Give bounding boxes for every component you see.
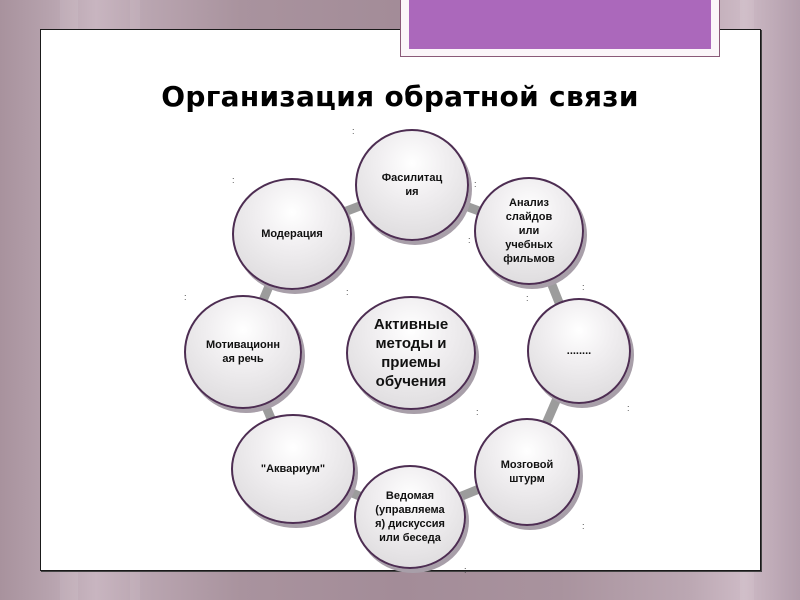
node-center-active-methods: Активные методы и приемы обучения bbox=[346, 296, 476, 410]
node-label: ........ bbox=[566, 345, 592, 357]
node-brainstorm: Мозговой штурм bbox=[474, 418, 580, 526]
node-guided-discussion: Ведомая (управляема я) дискуссия или бес… bbox=[354, 465, 466, 569]
artifact-dot: : bbox=[582, 282, 585, 292]
node-slide-analysis: Анализ слайдов или учебных фильмов bbox=[474, 177, 584, 285]
artifact-dot: : bbox=[346, 287, 349, 297]
artifact-dot: : bbox=[352, 126, 355, 136]
artifact-dot: : bbox=[627, 403, 630, 413]
artifact-dot: : bbox=[526, 293, 529, 303]
slide-title: Организация обратной связи bbox=[161, 80, 639, 113]
node-facilitation: Фасилитац ия bbox=[355, 129, 469, 241]
node-label: Фасилитац ия bbox=[381, 172, 443, 198]
node-placeholder: ........ bbox=[527, 298, 631, 404]
node-label: Анализ слайдов или учебных фильмов bbox=[503, 197, 555, 265]
node-label: Ведомая (управляема я) дискуссия или бес… bbox=[375, 490, 445, 544]
artifact-dot: : bbox=[474, 179, 477, 189]
accent-banner-frame bbox=[400, 0, 720, 57]
node-label: "Аквариум" bbox=[260, 463, 326, 475]
node-label: Мотивационн ая речь bbox=[205, 339, 281, 365]
artifact-dot: : bbox=[232, 175, 235, 185]
node-motivational-speech: Мотивационн ая речь bbox=[184, 295, 302, 409]
accent-banner bbox=[409, 0, 711, 49]
node-moderation: Модерация bbox=[232, 178, 352, 290]
artifact-dot: : bbox=[582, 521, 585, 531]
node-label: Модерация bbox=[261, 228, 323, 240]
artifact-dot: : bbox=[464, 565, 467, 575]
artifact-dot: : bbox=[184, 292, 187, 302]
node-aquarium: "Аквариум" bbox=[231, 414, 355, 524]
center-label: Активные методы и приемы обучения bbox=[373, 316, 449, 390]
artifact-dot: : bbox=[468, 235, 471, 245]
node-label: Мозговой штурм bbox=[500, 459, 554, 485]
artifact-dot: : bbox=[476, 407, 479, 417]
